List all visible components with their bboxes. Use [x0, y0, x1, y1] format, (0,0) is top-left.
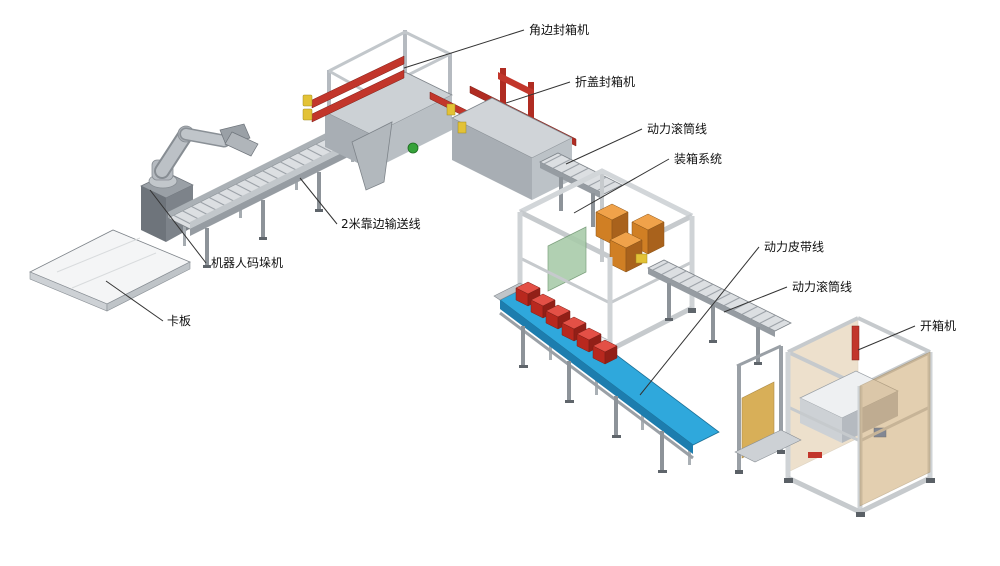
roller-frame-beam [540, 162, 604, 200]
label-case-packing-system-text: 装箱系统 [674, 151, 722, 166]
label-edge-conveyor-2m-text: 2米靠边输送线 [341, 216, 421, 231]
label-power-roller-line-2: 动力滚筒线 [723, 279, 852, 313]
erector-body-left [800, 398, 842, 443]
label-power-roller-line-2-text: 动力滚筒线 [792, 279, 852, 294]
cell-green-panel [547, 226, 587, 292]
flap-sealer-body-left [452, 118, 532, 200]
flap-sealer-red-mast [500, 68, 506, 120]
leader-pallet [105, 280, 164, 322]
labels: 角边封箱机 折盖封箱机 动力滚筒线 装箱系统 动力皮带线 动力滚筒线 开箱机 [105, 22, 956, 396]
erector-hoist-frame [734, 344, 802, 470]
sealer-hopper [351, 121, 393, 191]
conveyor-rail-back [168, 111, 370, 218]
leader-power-roller-line-1 [565, 128, 643, 165]
label-pallet: 卡板 [105, 280, 191, 328]
leader-palletizing-robot [149, 189, 207, 264]
leader-case-erector [857, 325, 916, 351]
erector-red-mast [851, 325, 860, 361]
label-case-erector: 开箱机 [857, 318, 956, 351]
roller-leg [591, 193, 595, 227]
label-flap-sealer: 折盖封箱机 [505, 74, 635, 104]
roller-feet [665, 318, 762, 365]
label-edge-conveyor-2m: 2米靠边输送线 [299, 177, 421, 231]
cell-yellow-unit [635, 253, 648, 264]
leader-power-belt-line [639, 246, 760, 396]
red-box [576, 327, 602, 353]
leader-flap-sealer [505, 81, 571, 104]
power-belt-line [493, 281, 720, 473]
robot-forearm [181, 129, 229, 146]
roller-frame-beam [648, 268, 775, 337]
belt-side [500, 300, 693, 454]
leader-case-packing-system [573, 158, 670, 214]
sealer-platform-right [372, 95, 452, 170]
robot-gripper [224, 131, 259, 157]
pallet-plank-line [56, 237, 141, 273]
erector-hoist-platform [734, 429, 802, 463]
pallet-plank-line [71, 252, 157, 289]
erector-side-panel [859, 351, 931, 507]
label-power-roller-line-1-text: 动力滚筒线 [647, 121, 707, 136]
erector-red-part [808, 452, 822, 458]
label-case-erector-text: 开箱机 [920, 318, 956, 333]
label-corner-sealer-text: 角边封箱机 [529, 22, 589, 37]
flap-sealer-red-beam [498, 72, 534, 97]
roller-legs [667, 283, 760, 363]
label-power-roller-line-1: 动力滚筒线 [565, 121, 707, 165]
pallet-side-right [106, 261, 191, 312]
carton-box [609, 231, 643, 273]
label-power-belt-line: 动力皮带线 [639, 240, 824, 396]
leader-edge-conveyor-2m [299, 177, 338, 225]
flap-sealer-red-mast [528, 82, 534, 134]
label-case-packing-system: 装箱系统 [573, 151, 722, 214]
power-roller-line-2 [647, 259, 792, 365]
flap-cover-sealer [429, 68, 577, 200]
label-palletizing-robot-text: 机器人码垛机 [211, 255, 283, 270]
belt-feet [519, 365, 667, 473]
label-pallet-text: 卡板 [167, 314, 191, 328]
label-palletizing-robot: 机器人码垛机 [149, 189, 283, 270]
label-power-belt-line-text: 动力皮带线 [764, 240, 824, 254]
belt-front-legs [521, 326, 664, 471]
red-product-boxes [515, 281, 618, 365]
erector-feet [735, 450, 935, 517]
sealer-yellow-cap [302, 108, 313, 121]
label-flap-sealer-text: 折盖封箱机 [575, 74, 635, 89]
robot-pedestal-left [141, 186, 166, 242]
flap-sealer-yellow-part [446, 103, 456, 116]
start-button [407, 142, 419, 154]
palletizing-robot [140, 123, 259, 242]
corner-edge-sealer [302, 30, 453, 191]
label-corner-sealer: 角边封箱机 [403, 22, 589, 69]
red-box [592, 339, 618, 365]
case-erector [734, 316, 935, 517]
leader-corner-sealer [403, 29, 525, 69]
flap-sealer-yellow-part [457, 121, 467, 134]
sealer-yellow-cap [302, 94, 313, 107]
cell-top-beams-back [518, 168, 694, 219]
leader-power-roller-line-2 [723, 286, 788, 313]
pallet [29, 229, 191, 312]
